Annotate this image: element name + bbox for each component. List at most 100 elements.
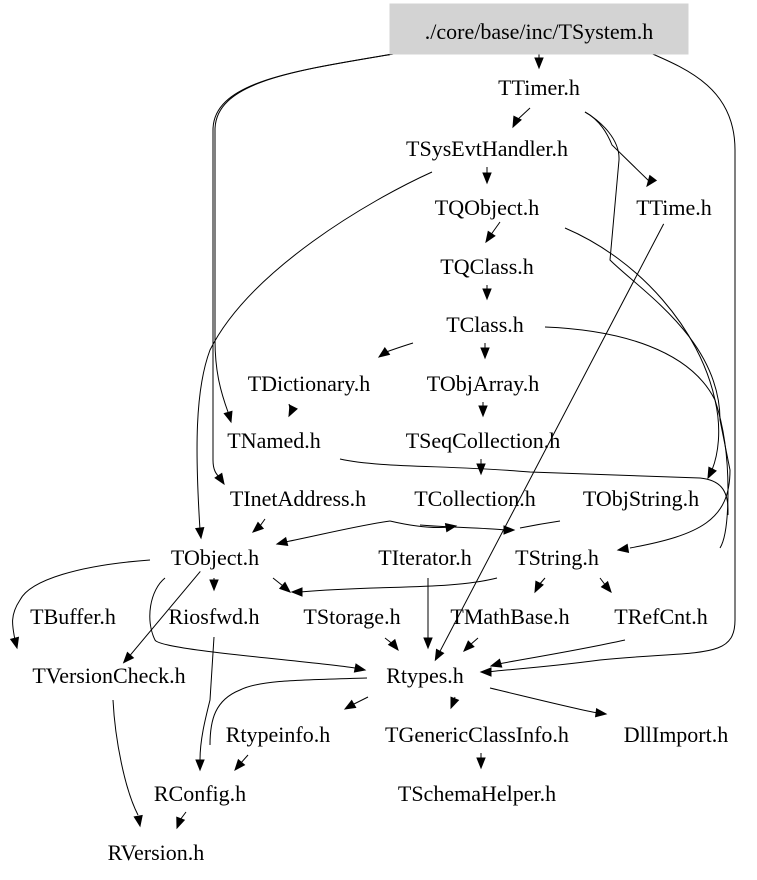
- root-node-box: [389, 3, 689, 55]
- node-label: TQObject.h: [435, 195, 539, 220]
- edge-line: [519, 520, 561, 529]
- arrowhead-icon: [482, 288, 492, 301]
- node-tmathbase[interactable]: TMathBase.h: [450, 604, 569, 629]
- nodes-layer: ./core/base/inc/TSystem.hTTimer.hTSysEvt…: [30, 3, 729, 865]
- node-tsysevthandler[interactable]: TSysEvtHandler.h: [406, 136, 568, 161]
- arrowhead-icon: [489, 658, 503, 668]
- arrowhead-icon: [133, 814, 143, 828]
- arrowhead-icon: [209, 579, 219, 592]
- edge-tseqcollection-to-tcollection: [476, 459, 486, 476]
- node-tbuffer[interactable]: TBuffer.h: [30, 604, 116, 629]
- node-ttimer[interactable]: TTimer.h: [498, 75, 580, 100]
- node-tobjarray[interactable]: TObjArray.h: [427, 371, 539, 396]
- edge-tcollection-to-tobject: [275, 520, 391, 547]
- edge-rtypes-to-tgenericclassinfo: [450, 696, 460, 710]
- node-tversioncheck[interactable]: TVersionCheck.h: [32, 663, 185, 688]
- edge-line: [544, 326, 729, 549]
- node-tdictionary[interactable]: TDictionary.h: [248, 371, 371, 396]
- node-rversion[interactable]: RVersion.h: [108, 840, 205, 865]
- node-label: TObjString.h: [583, 486, 699, 511]
- node-tsystem[interactable]: ./core/base/inc/TSystem.h: [389, 3, 689, 55]
- arrowhead-icon: [278, 581, 292, 593]
- arrowhead-icon: [485, 230, 496, 244]
- node-label: RVersion.h: [108, 840, 205, 865]
- node-tqobject[interactable]: TQObject.h: [435, 195, 539, 220]
- node-tinetaddress[interactable]: TInetAddress.h: [230, 486, 366, 511]
- node-label: TSysEvtHandler.h: [406, 136, 568, 161]
- node-tschemahelper[interactable]: TSchemaHelper.h: [398, 781, 556, 806]
- node-label: TQClass.h: [440, 254, 534, 279]
- edge-line: [272, 577, 284, 587]
- arrowhead-icon: [512, 115, 522, 129]
- edge-rtypes-to-dllimport: [489, 687, 608, 718]
- node-ttime[interactable]: TTime.h: [636, 195, 712, 220]
- edge-tobjarray-to-tseqcollection: [478, 402, 488, 418]
- arrowhead-icon: [707, 466, 717, 480]
- edge-line: [437, 223, 665, 656]
- node-tgenericclassinfo[interactable]: TGenericClassInfo.h: [385, 722, 569, 747]
- node-label: TNamed.h: [227, 428, 320, 453]
- edge-tsysevthandler-to-tqobject: [482, 167, 492, 185]
- arrowhead-icon: [476, 757, 486, 770]
- node-label: Rtypeinfo.h: [226, 722, 331, 747]
- edge-line: [564, 227, 720, 471]
- edge-tsystem-to-rtypes: [479, 51, 736, 677]
- edge-line: [196, 171, 433, 531]
- edge-tclass-to-tobjarray: [480, 343, 490, 360]
- node-label: TSeqCollection.h: [406, 428, 561, 453]
- edge-tcollection-to-tstring: [419, 524, 516, 535]
- node-rtypes[interactable]: Rtypes.h: [386, 663, 464, 688]
- node-label: TIterator.h: [378, 545, 471, 570]
- arrowhead-icon: [223, 410, 233, 424]
- arrowhead-icon: [290, 587, 303, 597]
- node-titerator[interactable]: TIterator.h: [378, 545, 471, 570]
- node-label: TStorage.h: [303, 604, 400, 629]
- edge-line: [214, 51, 406, 413]
- edge-tstring-to-tstorage: [290, 577, 498, 597]
- edge-tobject-to-riosfwd: [209, 578, 219, 592]
- arrowhead-icon: [275, 536, 289, 547]
- edge-rconfig-to-rversion: [176, 811, 187, 830]
- node-label: Rtypes.h: [386, 663, 464, 688]
- node-trefcnt[interactable]: TRefCnt.h: [614, 604, 708, 629]
- node-tobjstring[interactable]: TObjString.h: [583, 486, 699, 511]
- node-label: TTimer.h: [498, 75, 580, 100]
- node-riosfwd[interactable]: Riosfwd.h: [168, 604, 259, 629]
- node-tnamed[interactable]: TNamed.h: [227, 428, 320, 453]
- node-label: TObjArray.h: [427, 371, 539, 396]
- node-label: TObject.h: [171, 545, 259, 570]
- arrowhead-icon: [600, 580, 612, 594]
- node-tobject[interactable]: TObject.h: [171, 545, 259, 570]
- node-tcollection[interactable]: TCollection.h: [414, 486, 536, 511]
- edge-line: [284, 520, 391, 543]
- node-label: TVersionCheck.h: [32, 663, 185, 688]
- node-dllimport[interactable]: DllImport.h: [624, 722, 729, 747]
- node-tseqcollection[interactable]: TSeqCollection.h: [406, 428, 561, 453]
- edge-ttimer-to-tsysevthandler: [512, 107, 531, 129]
- node-tstring[interactable]: TString.h: [515, 545, 599, 570]
- node-tqclass[interactable]: TQClass.h: [440, 254, 534, 279]
- arrowhead-icon: [479, 667, 492, 677]
- edge-tstring-to-tmathbase: [534, 577, 546, 594]
- edge-tobjstring-to-tstring: [519, 520, 561, 529]
- edge-ttimer-to-ttime: [584, 111, 658, 188]
- node-rtypeinfo[interactable]: Rtypeinfo.h: [226, 722, 331, 747]
- node-label: RConfig.h: [154, 781, 246, 806]
- edge-line: [149, 577, 356, 669]
- node-rconfig[interactable]: RConfig.h: [154, 781, 246, 806]
- node-tstorage[interactable]: TStorage.h: [303, 604, 400, 629]
- edge-tinetaddress-to-tobject: [251, 518, 266, 533]
- edge-tobject-to-tversioncheck: [122, 571, 201, 664]
- node-label: Riosfwd.h: [168, 604, 259, 629]
- arrowhead-icon: [434, 648, 445, 662]
- arrowhead-icon: [444, 523, 458, 533]
- node-label: TCollection.h: [414, 486, 536, 511]
- edge-tcollection-to-titerator: [389, 520, 458, 533]
- node-tclass[interactable]: TClass.h: [446, 312, 524, 337]
- arrowhead-icon: [503, 525, 516, 535]
- edge-rtypes-to-rconfig: [209, 677, 368, 746]
- edge-tclass-to-tdictionary: [377, 342, 414, 358]
- node-label: TSchemaHelper.h: [398, 781, 556, 806]
- node-label: TMathBase.h: [450, 604, 569, 629]
- edge-tclass-to-tobjstring: [544, 326, 729, 549]
